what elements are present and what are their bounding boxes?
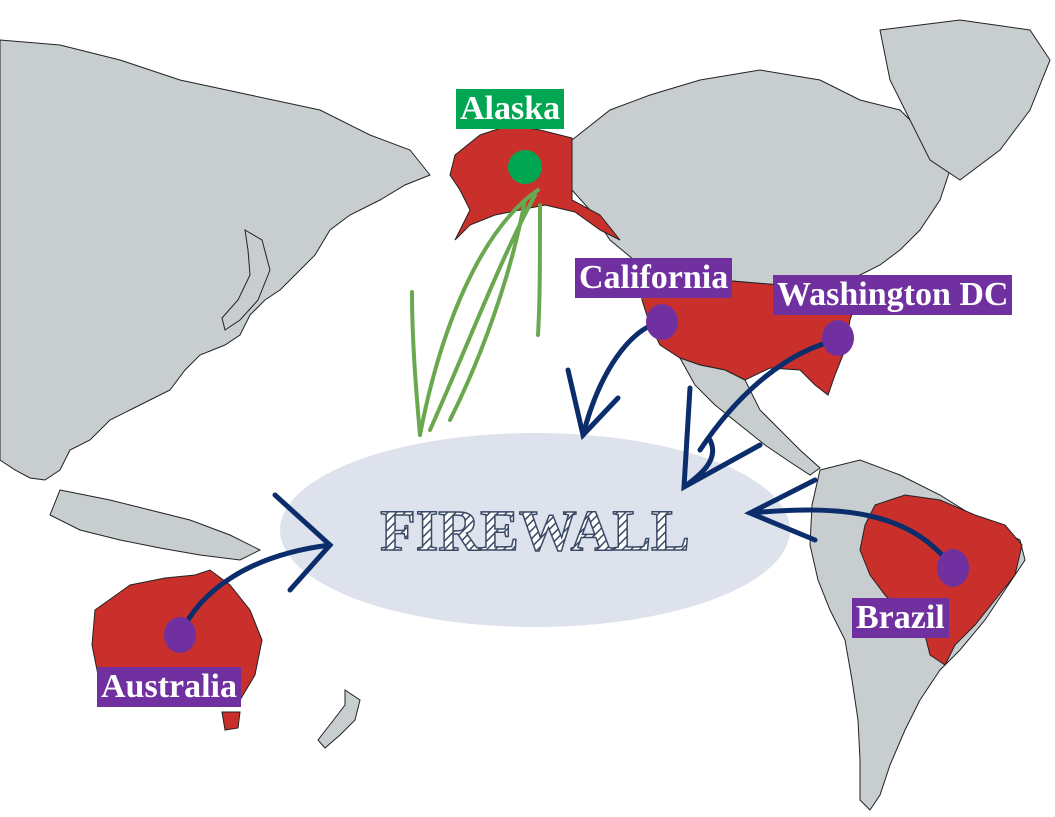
land-asia	[0, 39, 431, 481]
arrow-california	[580, 319, 663, 438]
washington-dot	[822, 320, 854, 356]
arrow-washington	[697, 337, 841, 453]
california-dot	[646, 304, 678, 340]
land-new-zealand	[317, 689, 361, 749]
land-japan	[221, 229, 271, 331]
label-australia: Australia	[97, 667, 241, 707]
land-greenland	[879, 19, 1051, 181]
australia-dot	[164, 617, 196, 653]
alaska-arrows	[410, 188, 542, 437]
firewall-ellipse	[280, 433, 790, 627]
land-central-america	[678, 357, 821, 476]
label-washington-dc: Washington DC	[773, 275, 1013, 315]
arrow-brazil	[747, 507, 956, 571]
region-tasmania	[221, 711, 241, 731]
firewall-label: FIREWALL	[380, 498, 689, 563]
label-alaska: Alaska	[456, 89, 565, 129]
land-north-america	[571, 69, 951, 286]
arrow-australia	[177, 542, 333, 638]
label-california: California	[575, 258, 733, 298]
region-alaska	[449, 124, 621, 241]
alaska-dot	[508, 150, 542, 184]
land-se-asia	[49, 489, 262, 561]
label-brazil: Brazil	[852, 598, 949, 638]
brazil-dot	[937, 549, 969, 587]
blue-arrows	[177, 319, 956, 638]
